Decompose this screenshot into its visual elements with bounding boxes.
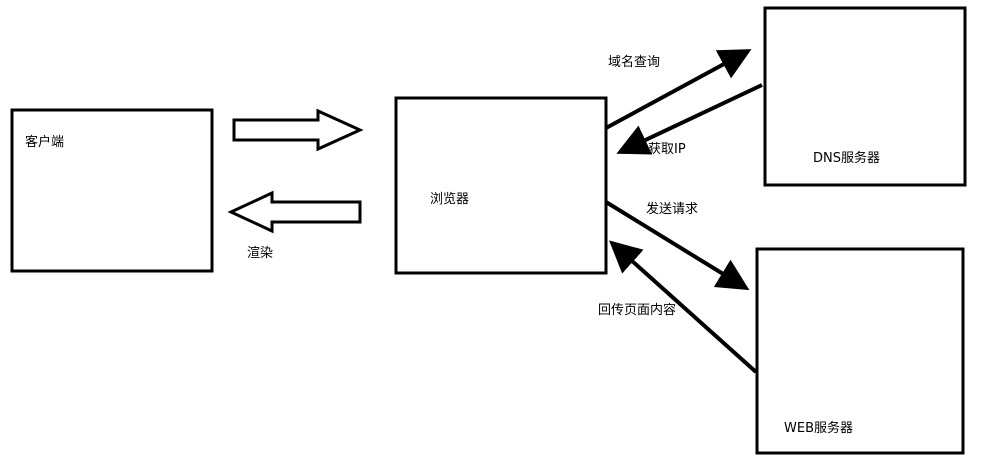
client-to-browser-block-arrow — [232, 108, 364, 152]
browser-node-box — [394, 96, 608, 275]
dns-node-box — [763, 6, 967, 187]
get-ip-arrow — [616, 83, 763, 155]
browser-to-client-block-arrow — [227, 190, 362, 234]
web-node-box — [755, 247, 965, 455]
return-page-arrow — [609, 240, 758, 374]
return-page-label: 回传页面内容 — [598, 302, 676, 318]
client-node-box — [10, 108, 214, 273]
domain-query-arrow — [605, 49, 752, 130]
send-request-label: 发送请求 — [646, 201, 698, 217]
dns-node-label: DNS服务器 — [813, 150, 880, 166]
browser-node-label: 浏览器 — [430, 191, 469, 207]
web-node-label: WEB服务器 — [784, 420, 853, 436]
client-node-label: 客户端 — [25, 134, 64, 150]
domain-query-label: 域名查询 — [608, 54, 660, 70]
render-label: 渲染 — [247, 246, 273, 261]
send-request-arrow — [604, 200, 750, 291]
get-ip-label: 获取IP — [648, 142, 686, 157]
